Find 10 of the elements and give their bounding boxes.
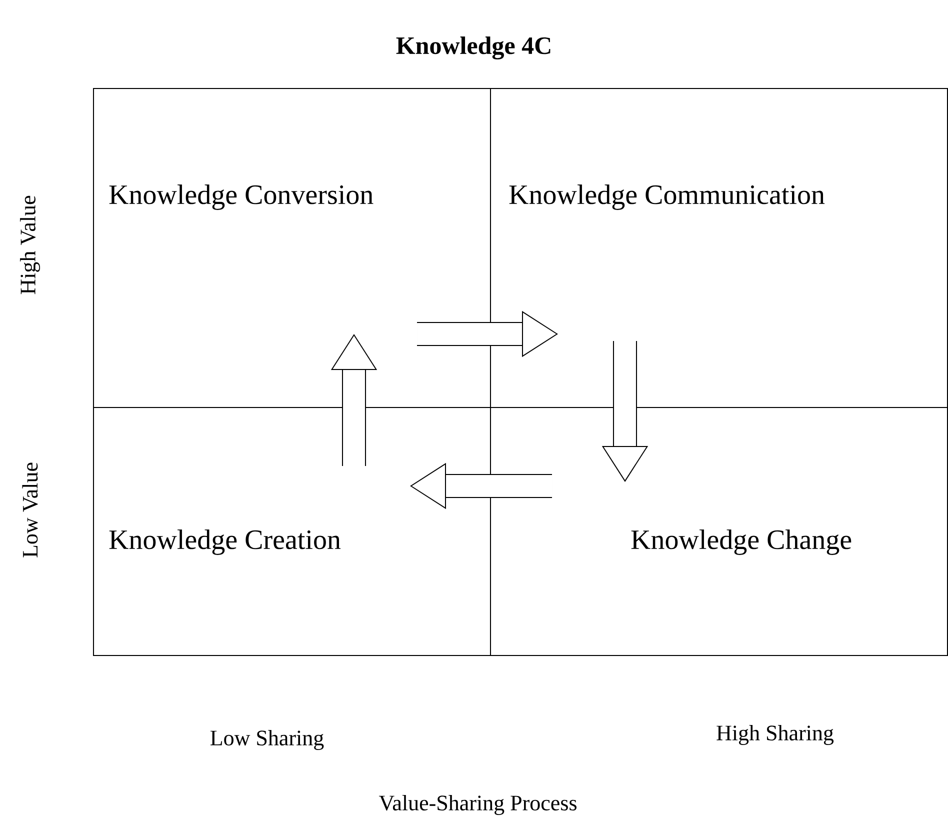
quadrant-box: Knowledge Communication (490, 88, 948, 408)
axis-label: Low Sharing (210, 730, 324, 750)
axis-label: High Sharing (716, 724, 834, 745)
title: Knowledge 4C (396, 36, 550, 60)
quadrant-box: Knowledge Conversion (93, 88, 491, 408)
quadrant-box: Knowledge Change (490, 406, 948, 656)
axis-label: Low Value (22, 462, 38, 558)
axis-label: High Value (20, 196, 40, 294)
axis-label: Value-Sharing Process (378, 794, 576, 815)
quadrant-box: Knowledge Creation (93, 406, 491, 656)
